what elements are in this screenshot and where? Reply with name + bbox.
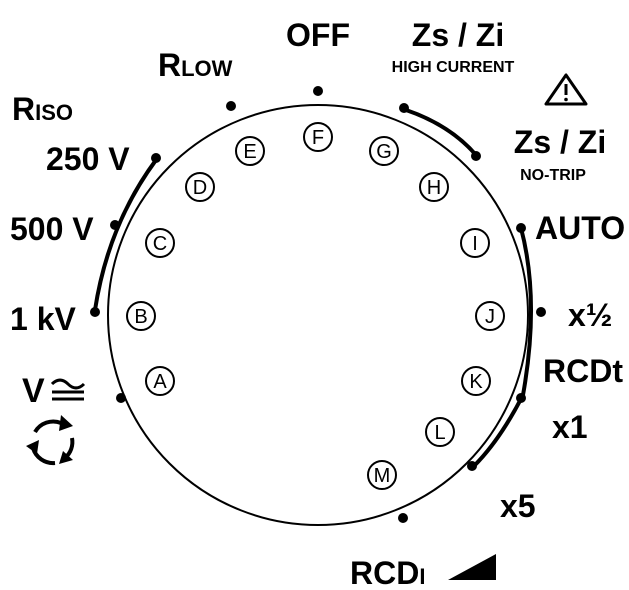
position-letter: G: [376, 141, 392, 163]
label-1kv: 1 kV: [10, 301, 76, 337]
position-m: M: [367, 460, 397, 490]
position-letter: K: [469, 371, 483, 393]
label-rcdi: RCDI: [350, 555, 425, 590]
position-l: L: [425, 417, 455, 447]
position-circle: [461, 366, 491, 396]
position-circle: [235, 136, 265, 166]
label-riso: RISO: [12, 91, 73, 127]
label-250v: 250 V: [46, 141, 130, 177]
dot-x1: [516, 393, 526, 403]
dot-rcdi: [398, 513, 408, 523]
dot-1kv: [90, 307, 100, 317]
position-c: C: [145, 228, 175, 258]
position-letter: H: [427, 177, 441, 199]
dot-off: [313, 86, 323, 96]
dot-x5: [467, 461, 477, 471]
position-circle: [425, 417, 455, 447]
position-circle: [145, 366, 175, 396]
label-zs-high-sub: HIGH CURRENT: [392, 59, 515, 76]
position-circle: [145, 228, 175, 258]
dot-x-half: [536, 307, 546, 317]
dot-250v: [151, 153, 161, 163]
label-x-half: x½: [568, 297, 612, 333]
position-circle: [475, 301, 505, 331]
dot-rlow: [226, 101, 236, 111]
label-zs-high: Zs / Zi: [412, 17, 504, 53]
position-j: J: [475, 301, 505, 331]
position-letter: M: [374, 465, 391, 487]
position-h: H: [419, 172, 449, 202]
dot-zs-notrip: [471, 151, 481, 161]
position-letter: I: [472, 233, 478, 255]
ac-dc-symbol-icon: [50, 378, 86, 401]
position-a: A: [145, 366, 175, 396]
warning-triangle-icon: [544, 73, 588, 106]
position-letter: A: [153, 371, 167, 393]
label-zs-notrip-sub: NO-TRIP: [520, 167, 586, 184]
position-circle: [460, 228, 490, 258]
position-circle: [419, 172, 449, 202]
position-e: E: [235, 136, 265, 166]
label-voltage: V: [22, 372, 45, 410]
position-f: F: [303, 122, 333, 152]
position-letters: A B C D E F G H I J K L M: [126, 122, 505, 490]
position-circle: [303, 122, 333, 152]
position-letter: C: [153, 233, 167, 255]
label-rcdt: RCDt: [543, 353, 623, 389]
zs-high-current-arc: [405, 108, 478, 157]
position-circle: [367, 460, 397, 490]
position-letter: L: [434, 422, 445, 444]
position-k: K: [461, 366, 491, 396]
position-b: B: [126, 301, 156, 331]
position-circle: [369, 136, 399, 166]
position-letter: B: [134, 306, 147, 328]
label-500v: 500 V: [10, 211, 94, 247]
label-rlow: RLOW: [158, 47, 233, 83]
insulation-range-arc: [93, 158, 158, 311]
dot-zs-high: [399, 103, 409, 113]
position-letter: F: [312, 127, 324, 149]
position-g: G: [369, 136, 399, 166]
dot-500v: [110, 220, 120, 230]
position-d: D: [185, 172, 215, 202]
position-circle: [126, 301, 156, 331]
dial-ring: [107, 104, 529, 526]
label-x5: x5: [500, 488, 536, 524]
label-x1: x1: [552, 409, 588, 445]
position-letter: J: [485, 306, 495, 328]
position-letter: E: [243, 141, 256, 163]
dot-volt: [116, 393, 126, 403]
position-circle: [185, 172, 215, 202]
label-zs-notrip: Zs / Zi: [514, 124, 606, 160]
rotate-arrows-icon: [26, 415, 75, 466]
label-off: OFF: [286, 17, 350, 53]
position-letter: D: [193, 177, 207, 199]
position-i: I: [460, 228, 490, 258]
ramp-triangle-icon: [448, 554, 496, 580]
dot-auto: [516, 223, 526, 233]
rcd-range-arc: [472, 227, 533, 468]
position-dots: [90, 86, 546, 523]
label-auto: AUTO: [535, 210, 625, 246]
